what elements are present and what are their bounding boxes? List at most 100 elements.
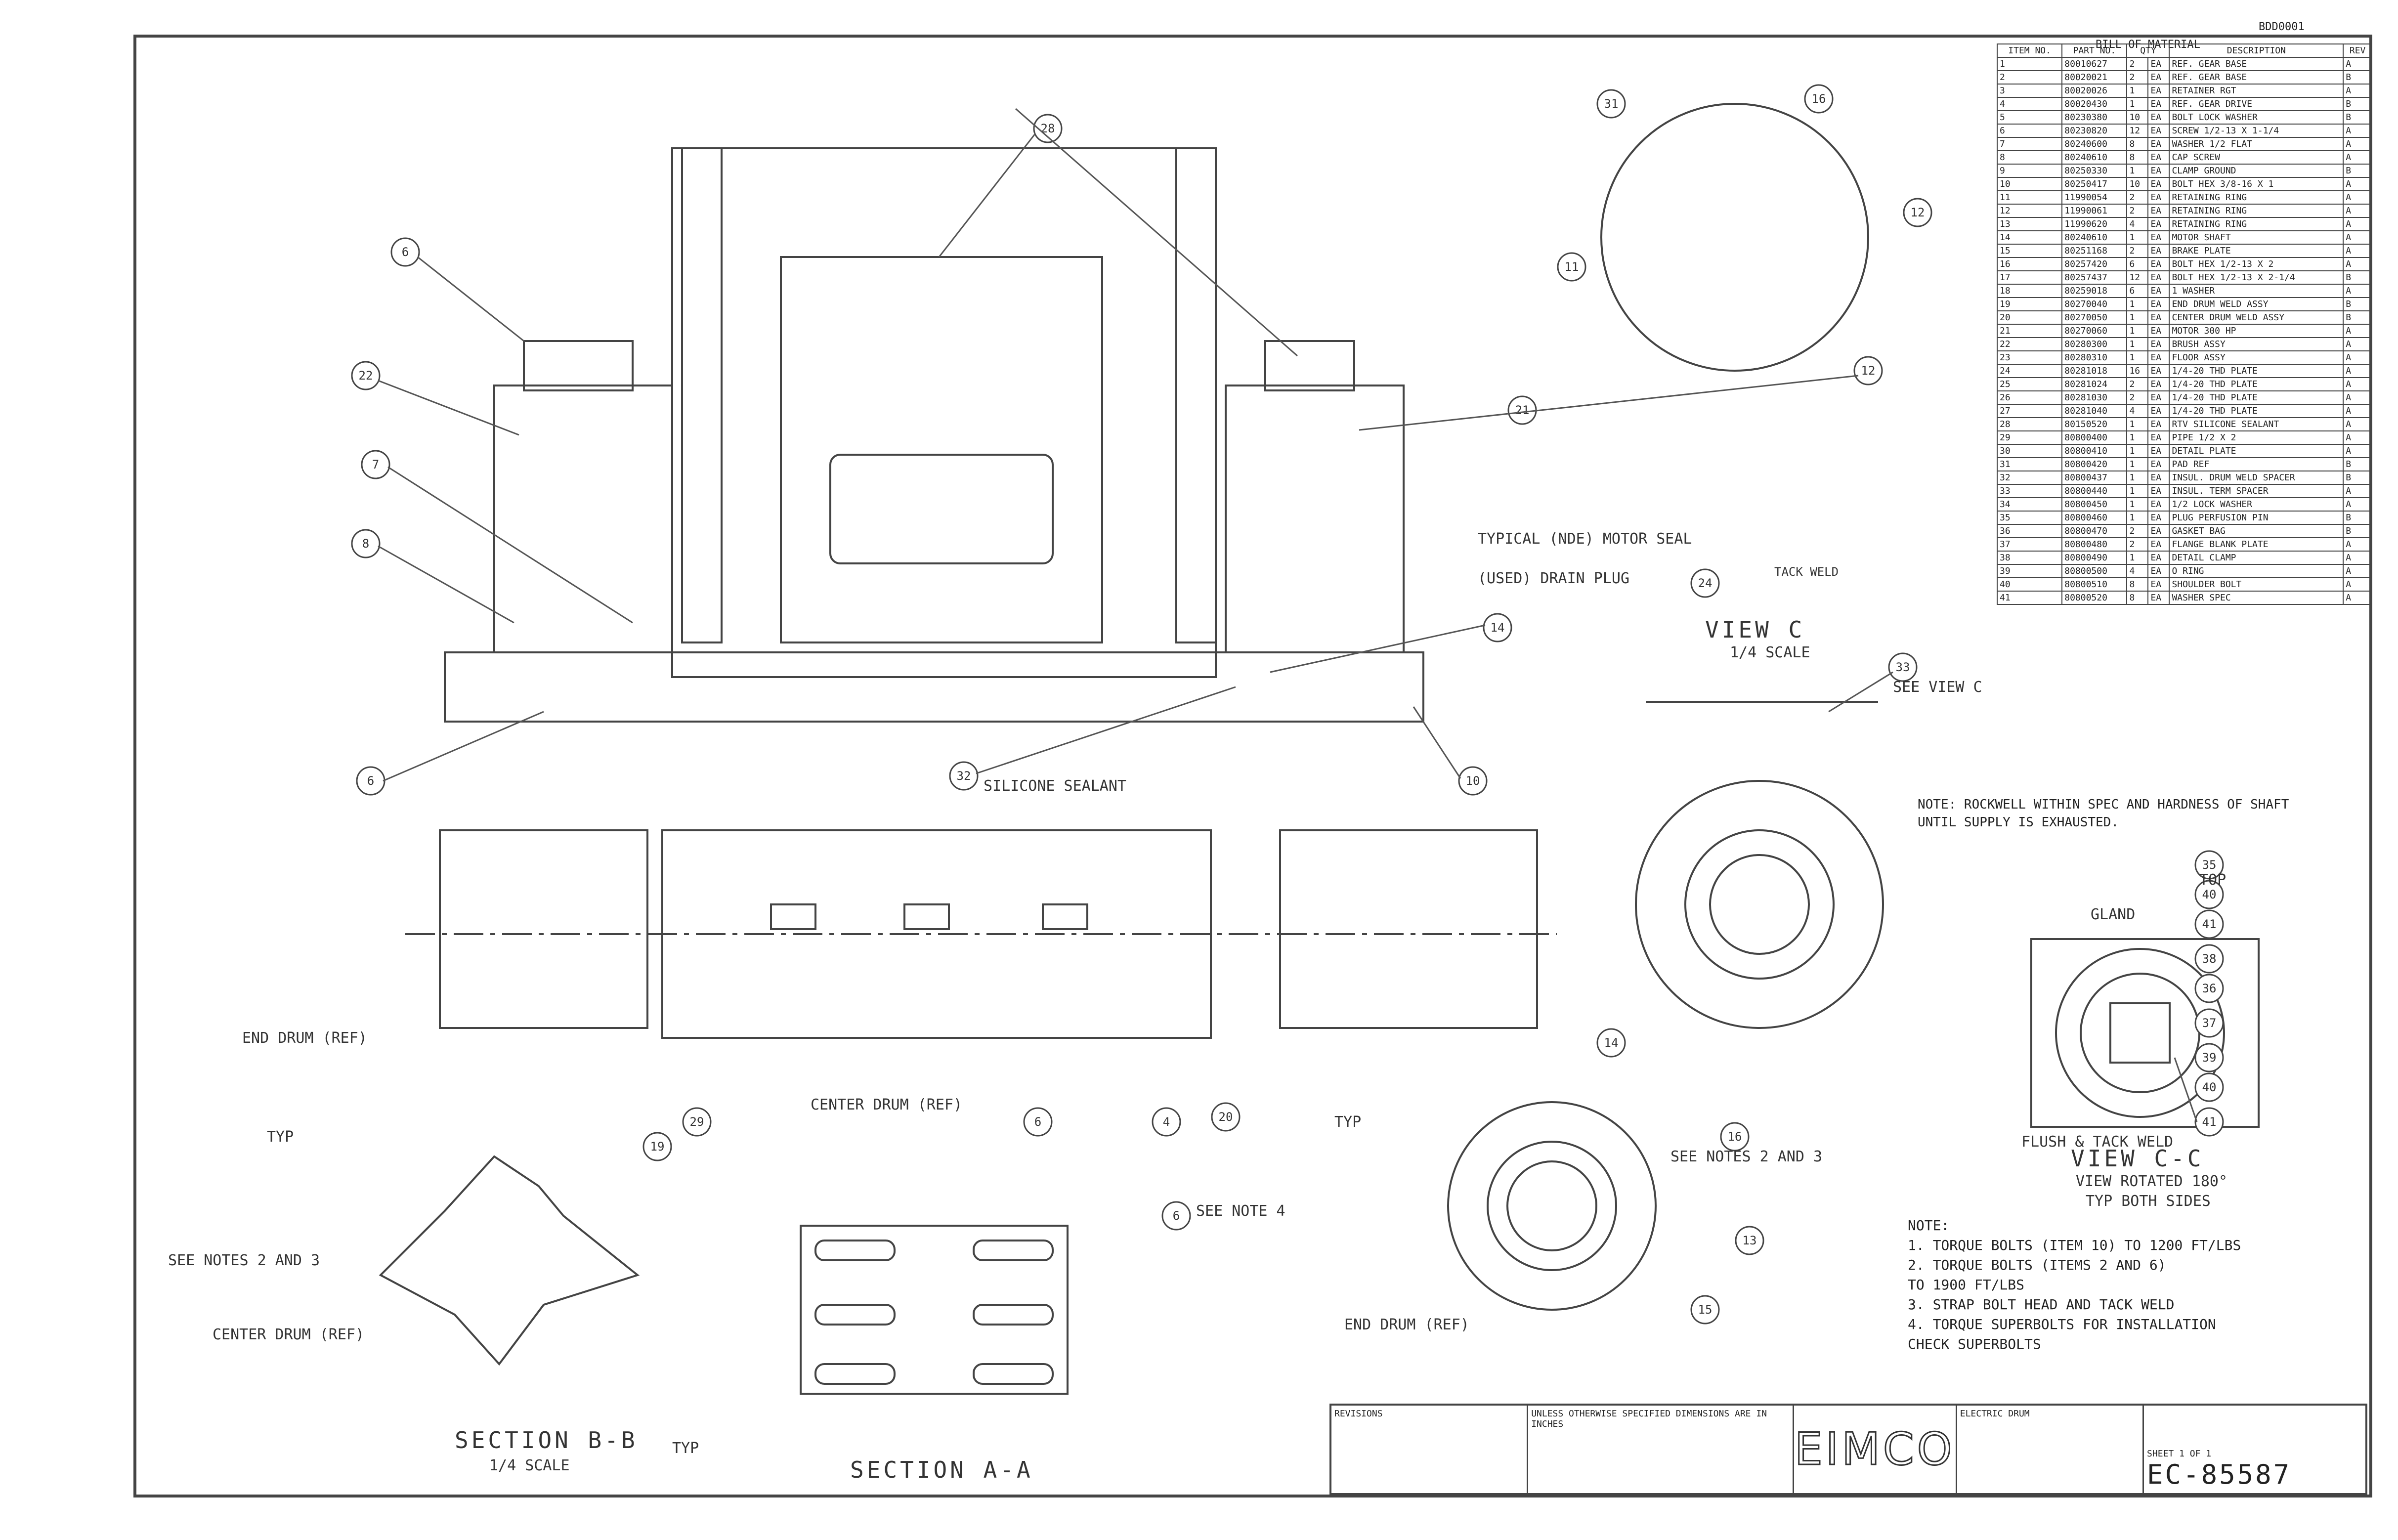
bom-cell: 80800520 xyxy=(2061,591,2128,605)
bom-cell: 80270040 xyxy=(2061,297,2128,311)
detail-circle xyxy=(1600,103,1869,372)
item-balloons xyxy=(351,84,2224,1325)
bom-col-desc: DESCRIPTION xyxy=(2169,43,2344,58)
bom-cell: EA xyxy=(2147,537,2170,552)
bom-cell: 80800410 xyxy=(2061,444,2128,458)
balloon-label: 36 xyxy=(2202,982,2217,995)
rockwell-note-line-2: UNTIL SUPPLY IS EXHAUSTED. xyxy=(1918,815,2119,830)
bom-cell: 16 xyxy=(1996,257,2063,271)
bom-cell: EA xyxy=(2147,497,2170,512)
balloon-label: 41 xyxy=(2202,917,2217,931)
bom-cell: PAD REF xyxy=(2169,457,2344,471)
bom-cell: 21 xyxy=(1996,324,2063,338)
balloon xyxy=(2194,909,2224,939)
balloon-label: 40 xyxy=(2202,1080,2217,1094)
bom-cell: A xyxy=(2343,284,2372,298)
bom-cell: EA xyxy=(2147,190,2170,205)
bom-cell: 40 xyxy=(1996,577,2063,592)
bom-cell: 41 xyxy=(1996,591,2063,605)
balloon-label: 12 xyxy=(1861,364,1876,378)
bom-cell: 80020021 xyxy=(2061,70,2128,85)
bom-cell: PLUG PERFUSION PIN xyxy=(2169,511,2344,525)
view-titles: SECTION A-A SECTION B-B 1/4 SCALE VIEW C… xyxy=(455,616,2227,1483)
bom-cell: EA xyxy=(2147,230,2170,245)
bom-cell: 13 xyxy=(1996,217,2063,231)
bom-cell: 2 xyxy=(2126,204,2149,218)
bom-cell: EA xyxy=(2147,390,2170,405)
view-cc-subtitle-2: TYP BOTH SIDES xyxy=(2086,1193,2211,1210)
balloon-label: 40 xyxy=(2202,888,2217,901)
bom-cell: 7 xyxy=(1996,137,2063,151)
section-bb-scale: 1/4 SCALE xyxy=(489,1457,570,1474)
bom-cell: A xyxy=(2343,137,2372,151)
bom-cell: BOLT HEX 1/2-13 X 2-1/4 xyxy=(2169,270,2344,285)
bom-cell: 1 xyxy=(2126,297,2149,311)
bom-cell: EA xyxy=(2147,217,2170,231)
section-bb-title: SECTION B-B xyxy=(455,1427,638,1454)
bom-cell: 38 xyxy=(1996,551,2063,565)
balloon-label: 8 xyxy=(362,537,369,551)
balloon-label: 38 xyxy=(2202,952,2217,966)
balloon xyxy=(1152,1107,1181,1137)
balloon xyxy=(351,529,381,558)
bom-cell: 20 xyxy=(1996,310,2063,325)
bom-cell: PIPE 1/2 X 2 xyxy=(2169,430,2344,445)
bom-cell: EA xyxy=(2147,324,2170,338)
balloon-label: 6 xyxy=(402,245,409,259)
bom-cell: 80280310 xyxy=(2061,350,2128,365)
bom-cell: 80800420 xyxy=(2061,457,2128,471)
bom-cell: 2 xyxy=(2126,70,2149,85)
bom-cell: 8 xyxy=(2126,150,2149,165)
bom-cell: 11990061 xyxy=(2061,204,2128,218)
bom-cell: 17 xyxy=(1996,270,2063,285)
view-c-drawing xyxy=(1635,701,1884,1029)
bom-cell: 10 xyxy=(2126,110,2149,125)
bom-cell: 1 xyxy=(2126,164,2149,178)
bom-cell: 80281040 xyxy=(2061,404,2128,418)
note-1: 1. TORQUE BOLTS (ITEM 10) TO 1200 FT/LBS xyxy=(1908,1237,2241,1253)
rockwell-note-line-1: NOTE: ROCKWELL WITHIN SPEC AND HARDNESS … xyxy=(1918,797,2289,812)
balloon-label: 37 xyxy=(2202,1016,2217,1030)
bom-cell: 1 xyxy=(1996,57,2063,71)
bom-cell: EA xyxy=(2147,577,2170,592)
bom-cell: REF. GEAR BASE xyxy=(2169,70,2344,85)
bom-cell: 8 xyxy=(2126,577,2149,592)
bom-cell: 80259018 xyxy=(2061,284,2128,298)
gland-callout: GLAND xyxy=(2091,906,2135,923)
bom-cell: A xyxy=(2343,337,2372,351)
bom-cell: 80800400 xyxy=(2061,430,2128,445)
balloon-label: 13 xyxy=(1743,1234,1757,1247)
bom-cell: 4 xyxy=(2126,564,2149,578)
bom-cell: 11 xyxy=(1996,190,2063,205)
balloon xyxy=(682,1107,712,1137)
bom-cell: 1 xyxy=(2126,457,2149,471)
section-aa-title: SECTION A-A xyxy=(850,1456,1033,1483)
balloon xyxy=(2194,1072,2224,1102)
bom-cell: BOLT HEX 3/8-16 X 1 xyxy=(2169,177,2344,191)
top-callout: TOP xyxy=(2199,871,2226,889)
bom-cell: 16 xyxy=(2126,364,2149,378)
balloon-label: 12 xyxy=(1911,206,1925,219)
bom-cell: 1 xyxy=(2126,84,2149,98)
title-block: REVISIONS UNLESS OTHERWISE SPECIFIED DIM… xyxy=(1329,1404,2367,1495)
bom-cell: 2 xyxy=(2126,524,2149,538)
bom-cell: 1 xyxy=(2126,444,2149,458)
bom-cell: 80800480 xyxy=(2061,537,2128,552)
typ-callout-2: TYP xyxy=(267,1128,294,1146)
bom-cell: B xyxy=(2343,164,2372,178)
balloon-label: 14 xyxy=(1491,621,1505,635)
bom-cell: 35 xyxy=(1996,511,2063,525)
bom-cell: 8 xyxy=(2126,137,2149,151)
bom-cell: 80800450 xyxy=(2061,497,2128,512)
balloon xyxy=(1690,568,1720,598)
